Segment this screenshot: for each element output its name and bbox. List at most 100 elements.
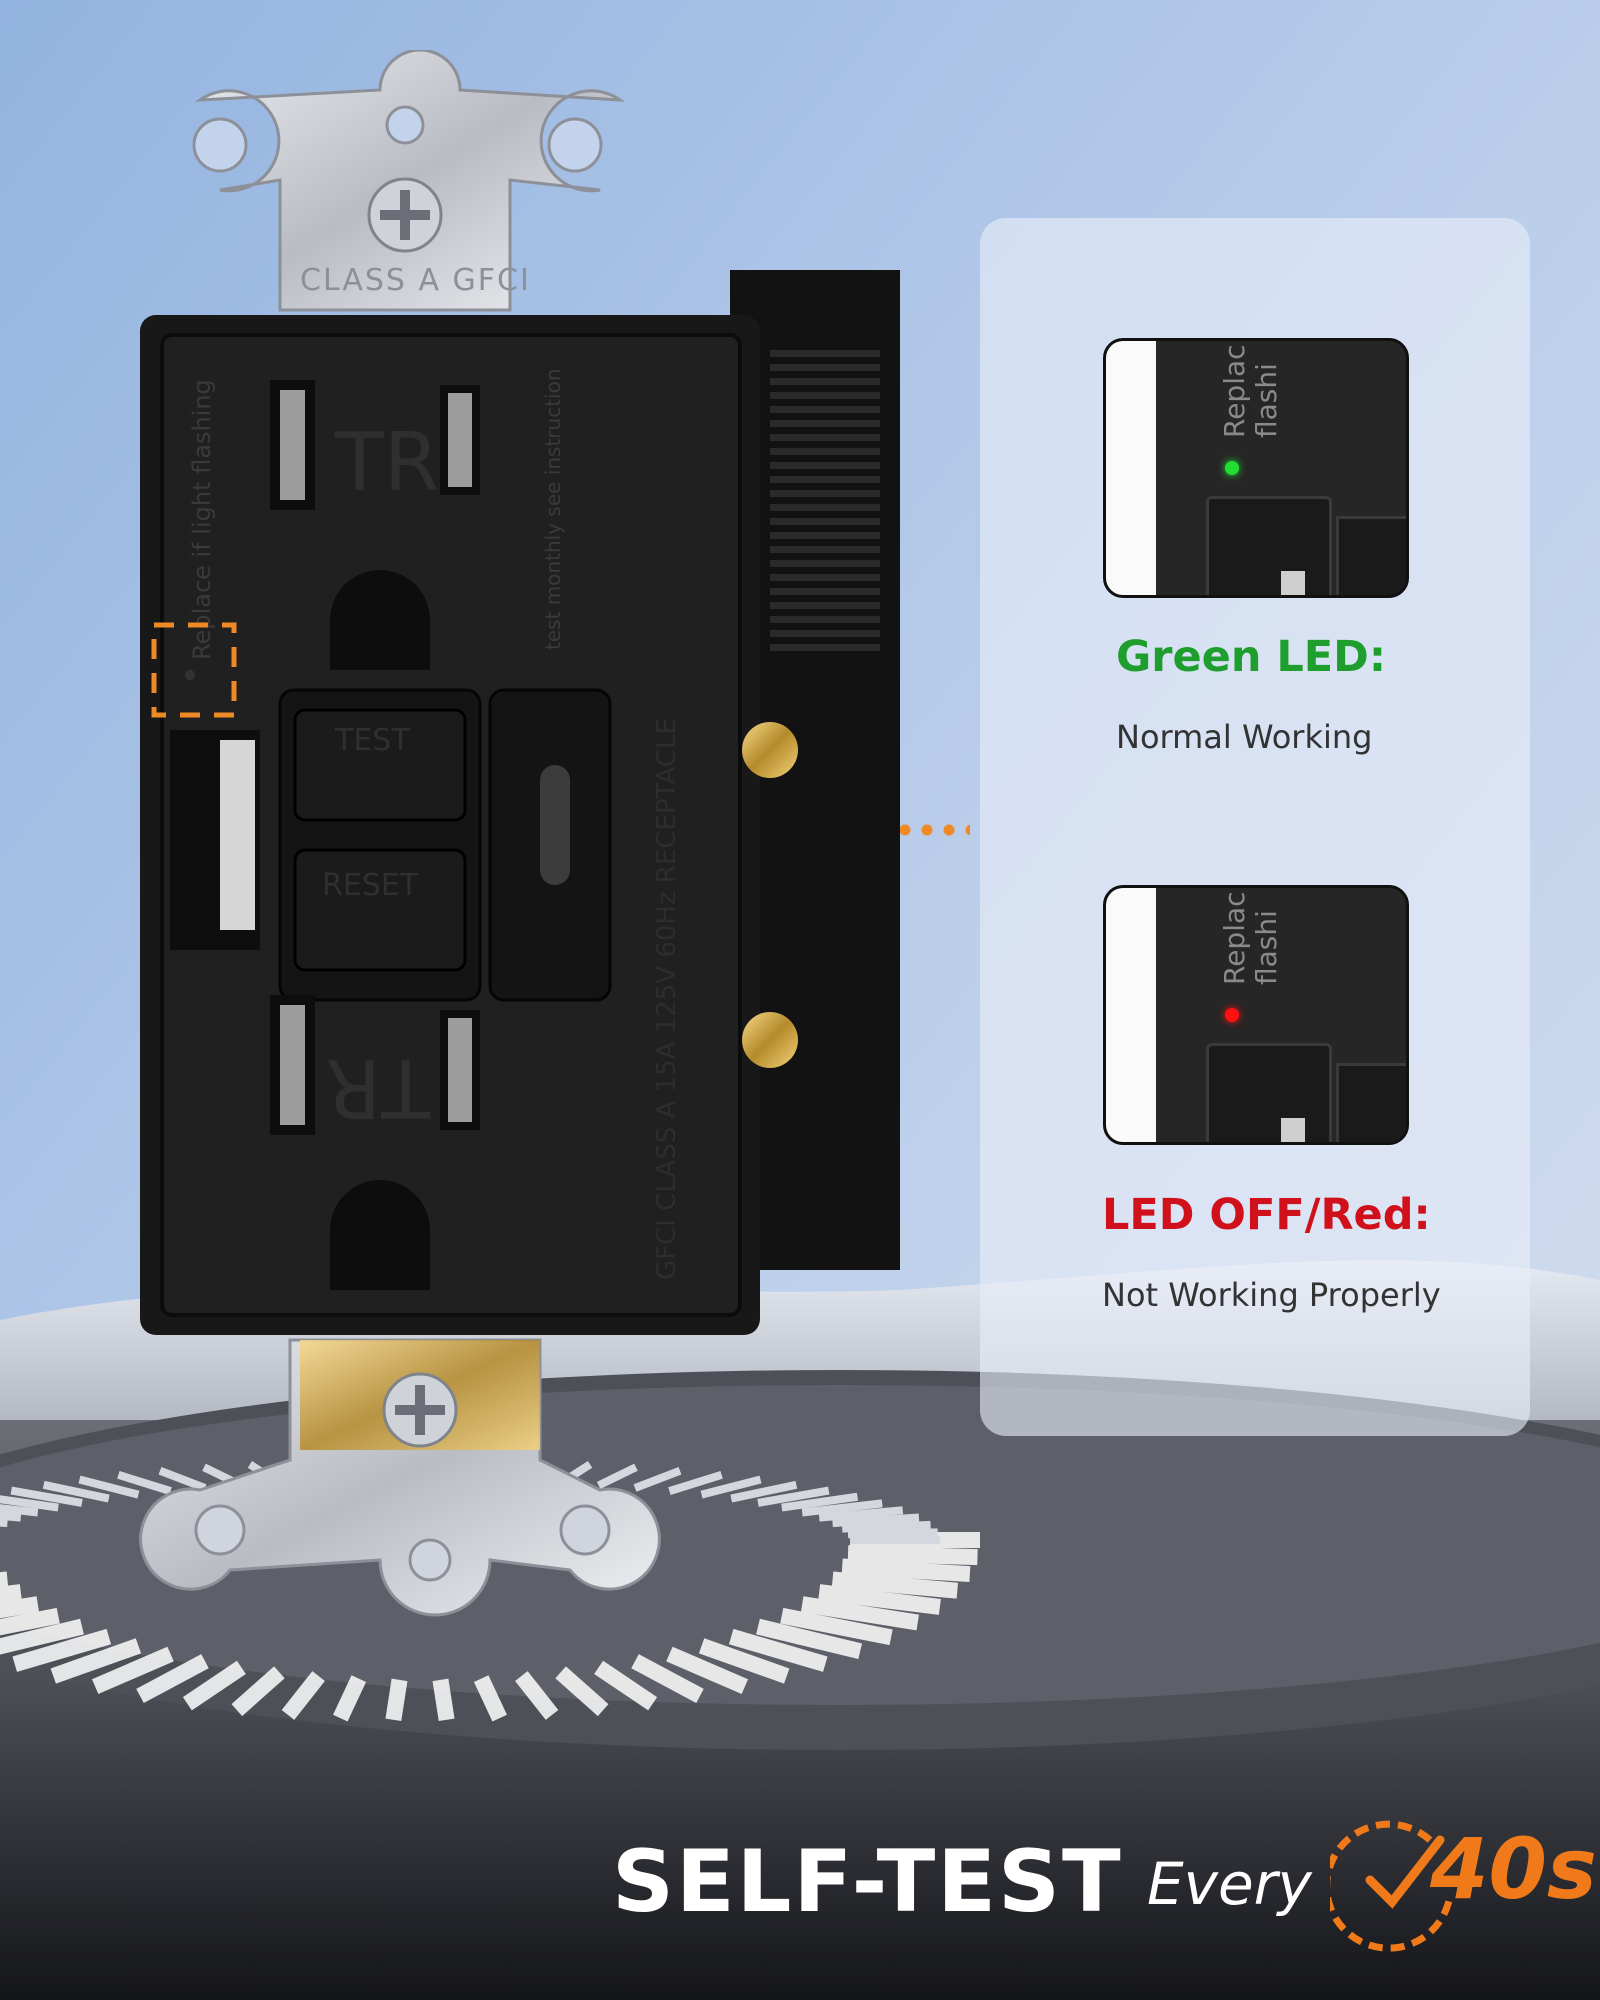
cooling-fin	[770, 546, 880, 553]
cooling-fin	[770, 560, 880, 567]
plate-text: CLASS A GFCI	[300, 263, 531, 298]
pedestal-ray	[666, 1646, 749, 1694]
pedestal-ray	[698, 1638, 790, 1684]
led-zoom-green: Replac flashi	[1103, 338, 1409, 598]
reset-button[interactable]: RESET	[322, 868, 419, 903]
pedestal-ray	[832, 1513, 920, 1528]
red-led-icon	[1225, 1008, 1239, 1022]
pedestal-ray	[281, 1671, 325, 1720]
pedestal-ray	[0, 1584, 22, 1603]
pedestal-ray	[0, 1504, 39, 1517]
top-outlet	[270, 380, 480, 670]
pedestal-ray	[756, 1618, 863, 1660]
pedestal-ray	[515, 1671, 559, 1720]
control-panel	[170, 688, 612, 1002]
pedestal-ray	[50, 1638, 142, 1684]
pedestal-ray	[818, 1506, 904, 1522]
pedestal-ray	[432, 1678, 455, 1722]
pedestal-ray	[231, 1666, 285, 1717]
cooling-fin	[770, 350, 880, 357]
cooling-fin	[770, 518, 880, 525]
cooling-fin	[770, 476, 880, 483]
pedestal-ray	[473, 1675, 507, 1722]
pedestal-ray	[42, 1480, 110, 1503]
pedestal-ray	[91, 1646, 174, 1694]
zoom-text-top: Replac flashi	[1218, 344, 1283, 438]
pedestal-ray	[800, 1596, 920, 1631]
headline-interval: 40s	[1430, 1820, 1597, 1918]
cooling-fin	[770, 588, 880, 595]
pedestal-ray	[801, 1499, 883, 1517]
pedestal-ray	[831, 1571, 959, 1599]
cooling-fin	[770, 644, 880, 651]
cooling-fin	[770, 574, 880, 581]
led-highlight-box	[151, 622, 237, 718]
pedestal-ray	[182, 1660, 246, 1711]
pedestal-ray	[0, 1607, 60, 1636]
cooling-fin	[770, 490, 880, 497]
pedestal-ray	[136, 1654, 209, 1703]
pedestal-ray	[10, 1486, 83, 1507]
bottom-mounting-strap	[139, 1338, 661, 1617]
cooling-fin	[770, 420, 880, 427]
pedestal-ray	[594, 1660, 658, 1711]
cooling-fin	[770, 406, 880, 413]
headline-main: SELF-TEST	[612, 1832, 1123, 1932]
cooling-fin	[770, 364, 880, 371]
terminal-screws	[742, 722, 798, 1068]
pedestal-ray	[0, 1618, 84, 1655]
side-text-left: Replace if light flashing	[188, 379, 216, 660]
cooling-fin	[770, 434, 880, 441]
cooling-fin	[770, 630, 880, 637]
pedestal-ray	[555, 1666, 609, 1717]
cooling-fin	[770, 532, 880, 539]
pedestal-ray	[12, 1628, 112, 1672]
pedestal-ray	[385, 1678, 408, 1722]
stopwatch-icon	[1330, 1820, 1454, 1952]
cooling-fin	[770, 504, 880, 511]
test-button[interactable]: TEST	[334, 723, 410, 758]
side-text-edge: GFCI CLASS A 15A 125V 60Hz RECEPTACLE	[652, 718, 682, 1280]
bottom-outlet-label: TR	[326, 1041, 431, 1134]
pedestal-ray	[631, 1654, 704, 1703]
zoom-text-bottom: Replac flashi	[1218, 891, 1283, 985]
cooling-fin	[770, 602, 880, 609]
pedestal-ray	[78, 1475, 140, 1499]
pedestal-ray	[847, 1528, 938, 1539]
top-outlet-label: TR	[334, 416, 439, 509]
cooling-fin	[770, 378, 880, 385]
pedestal-ray	[842, 1520, 931, 1533]
pedestal-ray	[668, 1471, 723, 1495]
pedestal-ray	[841, 1558, 971, 1583]
pedestal-ray	[780, 1607, 893, 1646]
pedestal-ray	[596, 1463, 638, 1490]
led-indicator	[185, 670, 195, 680]
pedestal-ray	[757, 1486, 830, 1507]
pedestal-ray	[0, 1596, 40, 1619]
pedestal-ray	[117, 1471, 172, 1495]
led-zoom-red: Replac flashi	[1103, 885, 1409, 1145]
red-led-heading: LED OFF/Red:	[1102, 1190, 1431, 1240]
green-led-icon	[1225, 461, 1239, 475]
red-led-description: Not Working Properly	[1102, 1276, 1441, 1314]
green-led-heading: Green LED:	[1116, 632, 1387, 682]
pedestal-ray	[781, 1492, 859, 1512]
pedestal-ray	[0, 1495, 59, 1512]
side-text-right: test monthly see instruction	[541, 368, 565, 650]
cooling-fin	[770, 616, 880, 623]
pedestal-ray	[0, 1511, 22, 1522]
pedestal-ray	[730, 1480, 798, 1503]
pedestal-ray	[728, 1628, 828, 1672]
pedestal-ray	[818, 1584, 941, 1615]
top-mounting-strap	[192, 50, 626, 312]
cooling-fin	[770, 448, 880, 455]
headline-every: Every	[1147, 1850, 1312, 1918]
pedestal-ray	[633, 1466, 682, 1492]
pedestal-ray	[158, 1466, 207, 1492]
pedestal-ray	[700, 1475, 762, 1499]
gfci-receptacle: CLASS A GFCI TR TEST	[139, 50, 900, 1617]
cooling-fin	[770, 462, 880, 469]
pedestal-ray	[847, 1545, 978, 1566]
pedestal-ray	[333, 1675, 367, 1722]
